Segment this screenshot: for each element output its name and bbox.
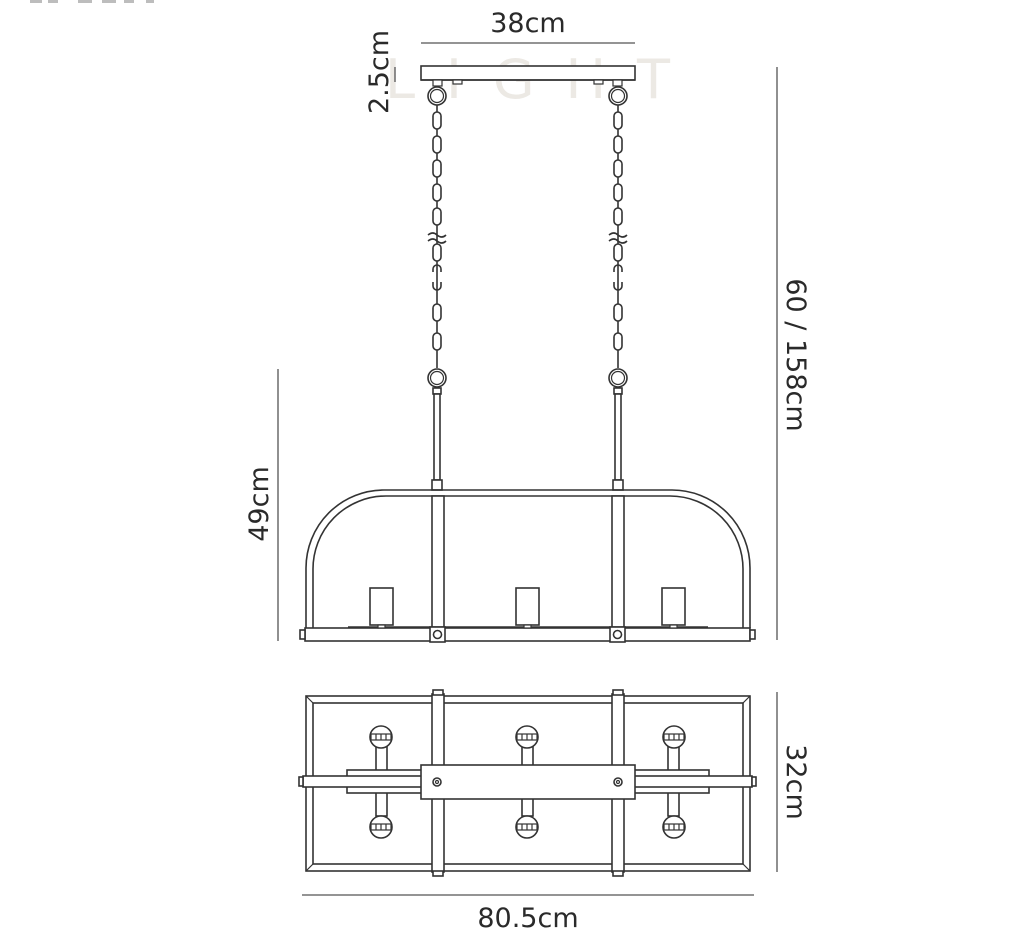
- label-ceiling-width: 38cm: [490, 8, 566, 39]
- dimension-ceiling-width: 38cm: [421, 8, 635, 44]
- suspension-rods: [431, 387, 624, 491]
- lamp-holder-top-1: [369, 725, 393, 749]
- dimension-ceiling-height: 2.5cm: [364, 30, 396, 114]
- lamp-holder-bottom-2: [515, 815, 539, 839]
- ceiling-plate: [420, 65, 636, 87]
- side-elevation: [299, 489, 756, 643]
- lamp-holder-bottom-1: [369, 815, 393, 839]
- suspension-chain-right: [608, 86, 628, 388]
- lamp-holder-top-2: [515, 725, 539, 749]
- label-ceiling-height: 2.5cm: [364, 30, 395, 114]
- lamp-holder-2: [515, 587, 540, 629]
- suspension-chain-left: [427, 86, 447, 388]
- label-overall-drop: 60 / 158cm: [780, 278, 811, 431]
- top-plan-view: [298, 689, 757, 877]
- dimension-overall-drop: 60 / 158cm: [776, 67, 811, 640]
- dimension-overall-width: 80.5cm: [302, 894, 754, 934]
- lamp-holder-1: [369, 587, 394, 629]
- dimension-body-height: 49cm: [244, 369, 279, 641]
- lamp-holder-3: [661, 587, 686, 629]
- lamp-holder-bottom-3: [662, 815, 686, 839]
- label-body-height: 49cm: [244, 466, 275, 542]
- dimension-depth: 32cm: [776, 692, 811, 872]
- label-depth: 32cm: [780, 744, 811, 820]
- label-overall-width: 80.5cm: [477, 903, 578, 934]
- lamp-holder-top-3: [662, 725, 686, 749]
- cut-off-title: [30, 0, 154, 3]
